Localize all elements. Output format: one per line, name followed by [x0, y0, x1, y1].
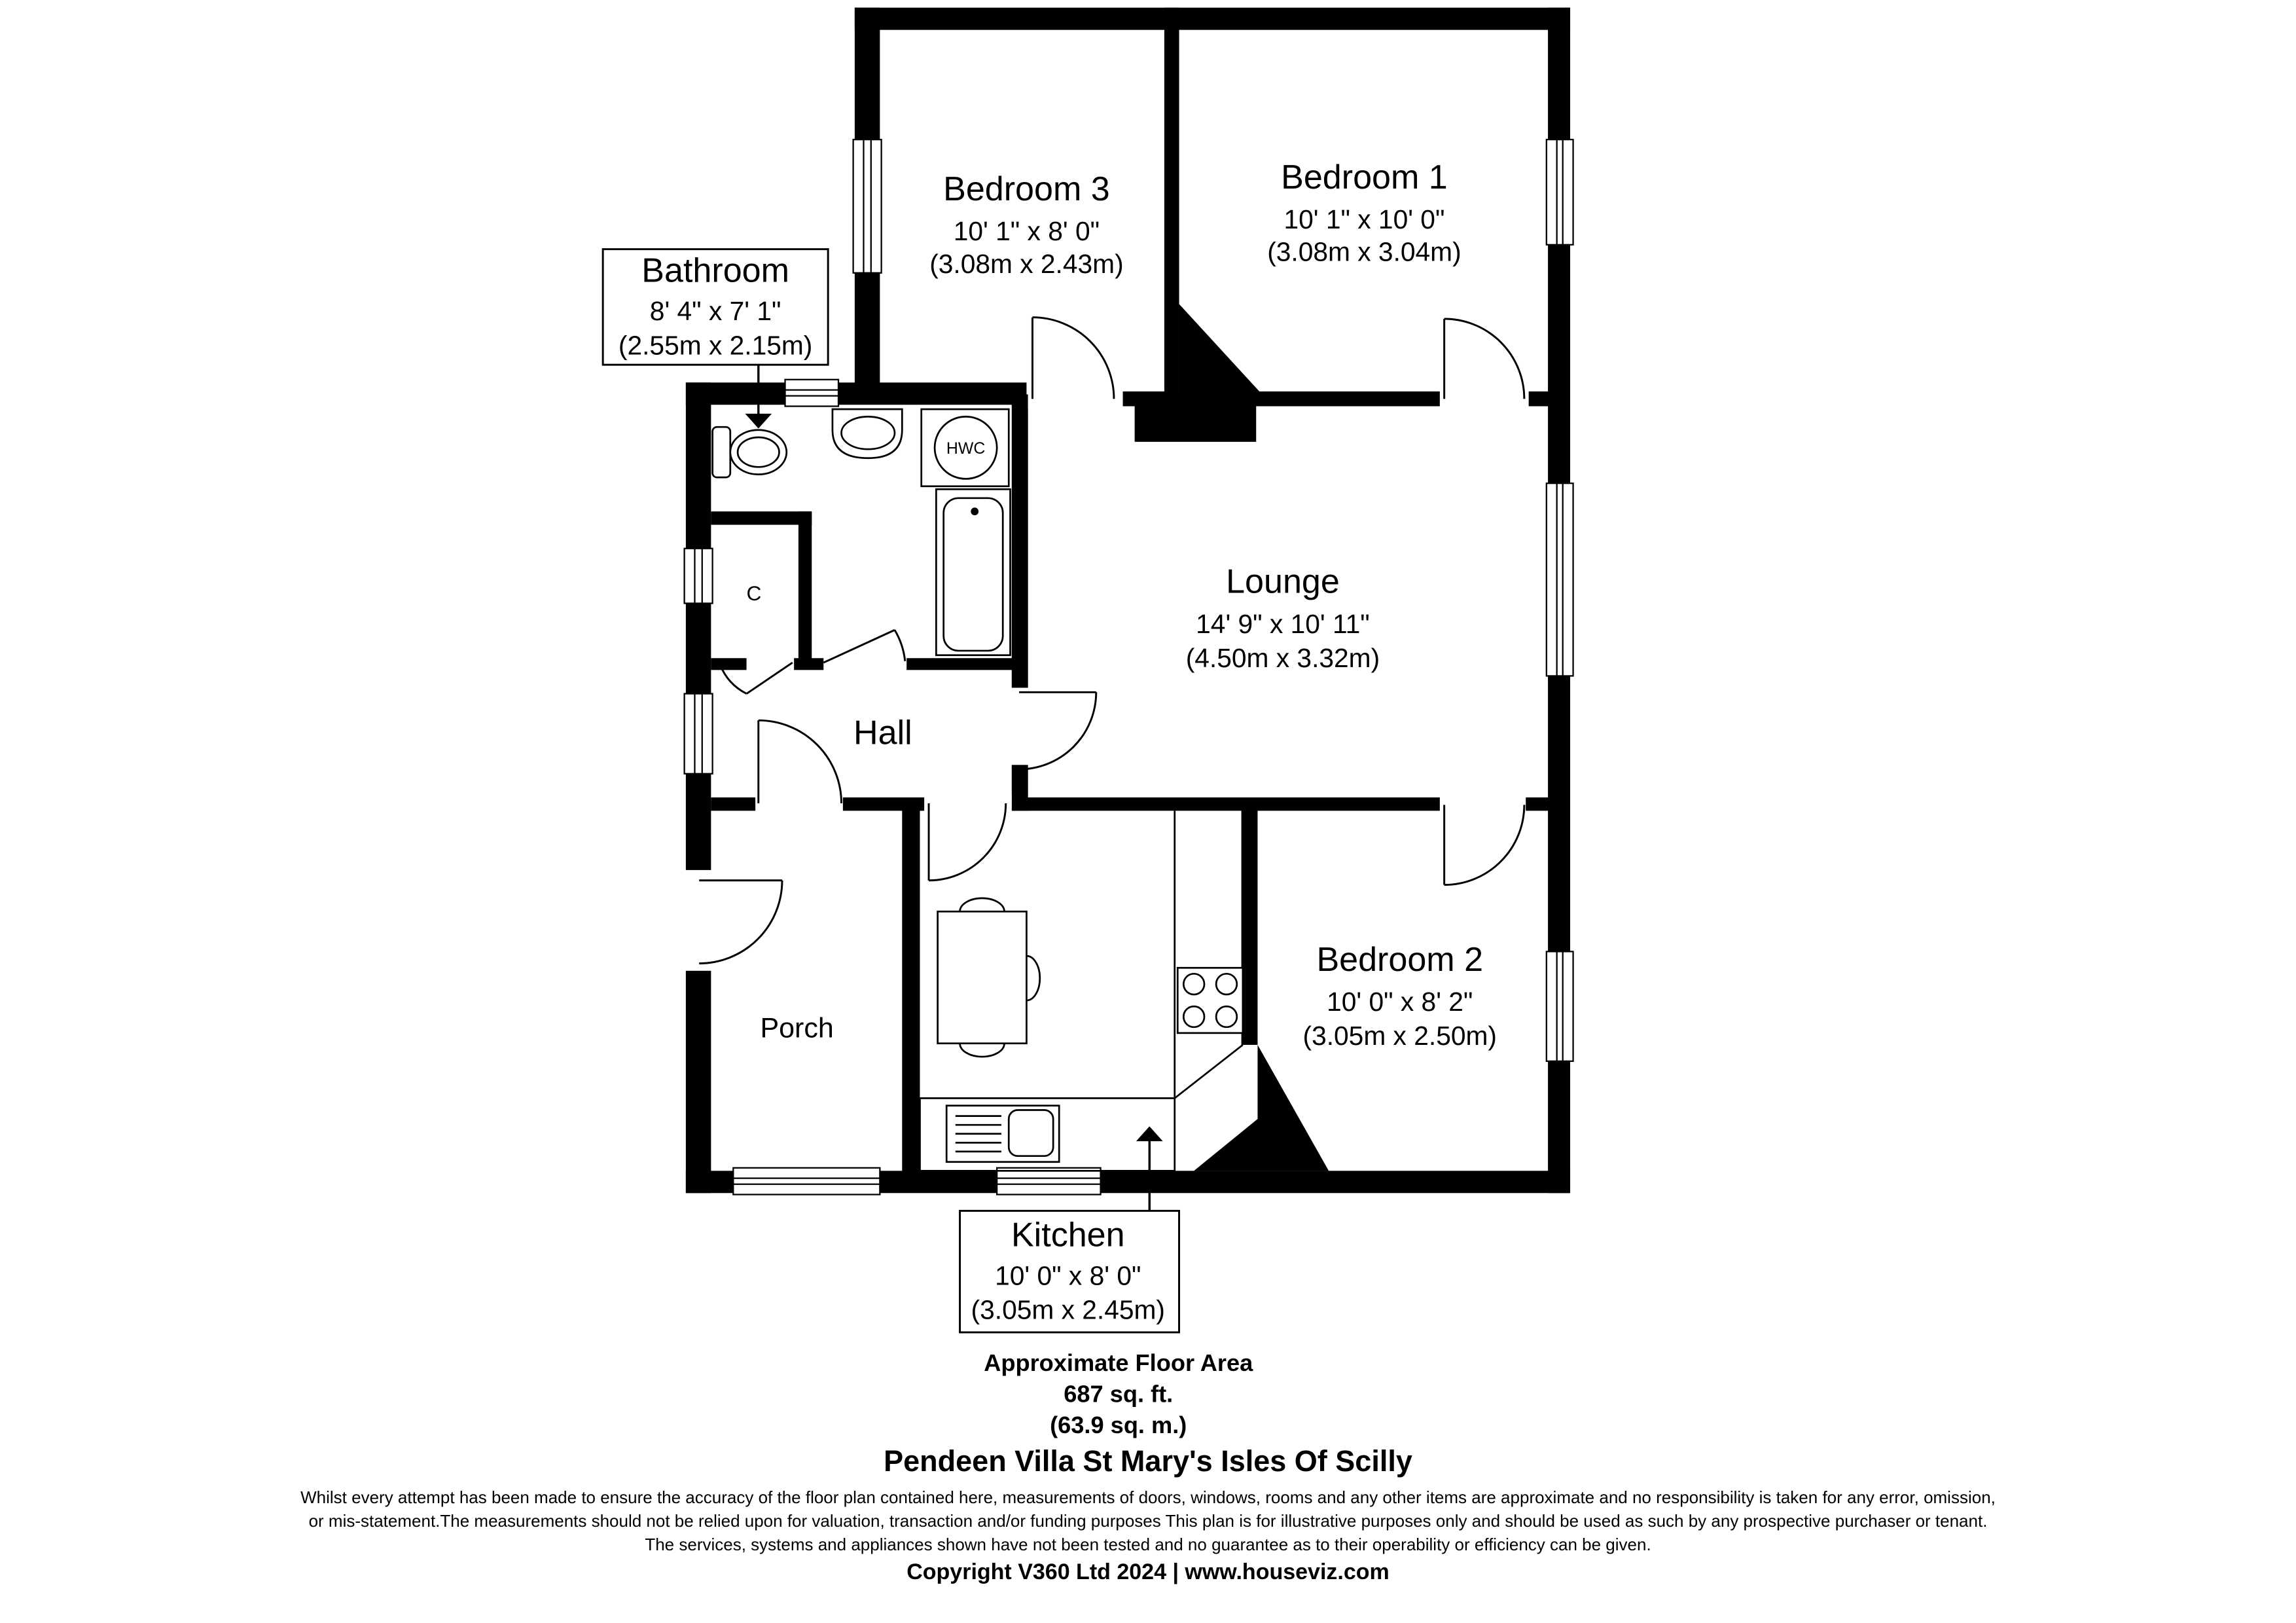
bathroom-name: Bathroom: [641, 251, 789, 289]
bedroom2-imperial: 10' 0" x 8' 2": [1327, 987, 1473, 1017]
window: [683, 547, 713, 604]
window: [1545, 138, 1574, 246]
kitchen-imperial: 10' 0" x 8' 0": [995, 1261, 1141, 1291]
chair-icon: [959, 1043, 1005, 1058]
chair-icon: [1026, 955, 1041, 1002]
bedroom1-metric: (3.08m x 3.04m): [1267, 237, 1461, 267]
area-label: Approximate Floor Area: [984, 1349, 1253, 1376]
kitchen-name: Kitchen: [1011, 1216, 1125, 1254]
bedroom3-metric: (3.08m x 2.43m): [929, 249, 1123, 279]
arrow-up-icon: [1136, 1126, 1163, 1142]
kitchen-label-box: [959, 1126, 1180, 1334]
chair-icon: [959, 897, 1005, 912]
bedroom3-imperial: 10' 1" x 8' 0": [954, 216, 1100, 246]
openings: [683, 388, 1529, 971]
copyright: Copyright V360 Ltd 2024 | www.houseviz.c…: [906, 1559, 1390, 1584]
window: [1545, 951, 1574, 1062]
window: [852, 138, 882, 274]
bathroom-fixtures: [711, 408, 1011, 657]
disclaimer-line-3: The services, systems and appliances sho…: [645, 1535, 1651, 1554]
bathroom-metric: (2.55m x 2.15m): [619, 330, 812, 360]
cupboard-label: C: [747, 581, 762, 605]
door-hall: [757, 719, 842, 804]
lounge-name: Lounge: [1226, 563, 1340, 601]
door-porch: [699, 879, 783, 964]
disclaimer-line-1: Whilst every attempt has been made to en…: [300, 1487, 1996, 1507]
toilet-cistern-icon: [711, 426, 732, 479]
door-bathroom: [823, 629, 906, 664]
door-cupboard: [719, 661, 793, 695]
bedroom2-metric: (3.05m x 2.50m): [1303, 1021, 1497, 1051]
window: [1545, 483, 1574, 677]
bedroom3-name: Bedroom 3: [943, 170, 1110, 208]
door-bedroom1: [1443, 318, 1526, 399]
door-kitchen: [927, 803, 1007, 882]
bedroom2-name: Bedroom 2: [1316, 941, 1483, 979]
disclaimer-line-2: or mis-statement.The measurements should…: [308, 1511, 1988, 1531]
dining-table-icon: [937, 910, 1028, 1045]
bedroom1-imperial: 10' 1" x 10' 0": [1283, 204, 1444, 234]
bathroom-imperial: 8' 4" x 7' 1": [650, 296, 781, 326]
hwc-cylinder-icon: [933, 415, 998, 480]
lounge-metric: (4.50m x 3.32m): [1186, 643, 1380, 673]
door-lounge: [1019, 691, 1098, 771]
kitchen-metric: (3.05m x 2.45m): [971, 1295, 1165, 1325]
doors: [699, 316, 1526, 964]
lounge-imperial: 14' 9" x 10' 11": [1196, 609, 1370, 639]
bathroom-label-box: [601, 248, 829, 429]
arrow-down-icon: [745, 413, 772, 429]
window: [996, 1167, 1102, 1195]
property-title: Pendeen Villa St Mary's Isles Of Scilly: [884, 1444, 1412, 1478]
kitchen-fixtures: [919, 811, 1244, 1172]
hall-name: Hall: [853, 714, 912, 752]
window: [784, 378, 840, 407]
window: [683, 693, 713, 775]
window: [732, 1167, 881, 1195]
area-sqft: 687 sq. ft.: [1064, 1380, 1173, 1407]
windows: [683, 138, 1574, 1195]
bedroom1-name: Bedroom 1: [1281, 158, 1448, 196]
door-bedroom3: [1031, 316, 1115, 399]
porch-name: Porch: [760, 1013, 833, 1044]
door-bedroom2: [1443, 805, 1526, 886]
area-sqm: (63.9 sq. m.): [1050, 1412, 1187, 1438]
worktop: [919, 1097, 1176, 1172]
hwc-label: HWC: [946, 439, 985, 458]
